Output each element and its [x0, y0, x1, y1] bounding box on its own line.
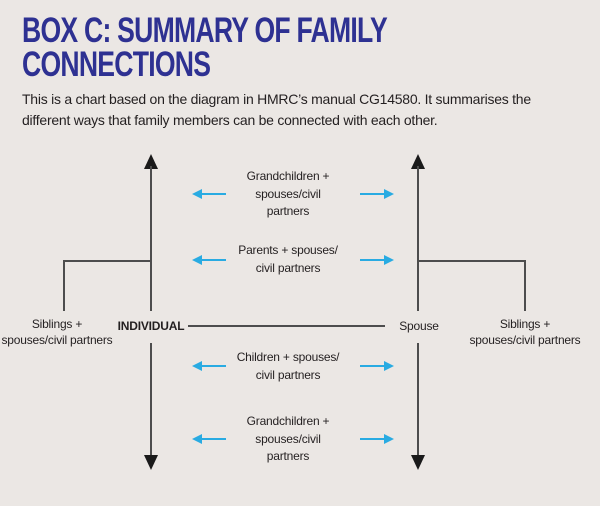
- arrow-shaft: [200, 259, 226, 261]
- grandchildren-down-left-arrow-icon: [192, 434, 226, 444]
- spouse-axis-up-arrowhead-icon: [411, 154, 425, 169]
- grandchildren-up-right-arrow-icon: [360, 189, 394, 199]
- arrowhead-icon: [192, 434, 202, 444]
- arrow-shaft: [360, 438, 386, 440]
- spouse-label: Spouse: [399, 319, 439, 333]
- page-title: BOX C: SUMMARY OF FAMILY CONNECTIONS: [22, 11, 448, 84]
- spouse-axis-down-arrowhead-icon: [411, 455, 425, 470]
- subtitle: This is a chart based on the diagram in …: [22, 89, 531, 131]
- title-line-1: BOX C: SUMMARY OF FAMILY: [22, 11, 388, 50]
- spouse-axis-line-upper: [417, 166, 419, 311]
- arrow-shaft: [360, 193, 386, 195]
- arrow-shaft: [360, 365, 386, 367]
- siblings-right-line-1: Siblings +: [499, 317, 551, 331]
- label-line: spouses/civil: [255, 186, 321, 201]
- subtitle-line-1: This is a chart based on the diagram in …: [22, 91, 531, 107]
- grandchildren-down-right-arrow-icon: [360, 434, 394, 444]
- children-label: Children + spouses/ civil partners: [208, 349, 368, 384]
- left-bracket-vertical-line: [63, 260, 65, 311]
- individual-axis-line-upper: [150, 166, 152, 311]
- label-line: Grandchildren +: [246, 169, 330, 183]
- arrowhead-icon: [384, 434, 394, 444]
- arrowhead-icon: [192, 255, 202, 265]
- individual-label: INDIVIDUAL: [117, 319, 185, 333]
- label-line: partners: [266, 204, 310, 218]
- header: BOX C: SUMMARY OF FAMILY CONNECTIONS: [22, 11, 582, 84]
- grandchildren-up-left-arrow-icon: [192, 189, 226, 199]
- parents-right-arrow-icon: [360, 255, 394, 265]
- label-line: civil partners: [255, 260, 321, 275]
- title-line-2: CONNECTIONS: [22, 45, 211, 84]
- grandchildren-down-label: Grandchildren + spouses/civil partners: [208, 413, 368, 466]
- arrowhead-icon: [192, 189, 202, 199]
- label-line: Grandchildren +: [246, 414, 330, 428]
- label-line: civil partners: [255, 367, 321, 382]
- individual-spouse-line: [188, 325, 385, 327]
- left-bracket-horizontal-line: [64, 260, 152, 262]
- arrow-shaft: [360, 259, 386, 261]
- right-bracket-vertical-line: [524, 260, 526, 311]
- label-line: spouses/civil: [255, 431, 321, 446]
- siblings-left-label: Siblings + spouses/civil partners: [0, 317, 114, 348]
- arrowhead-icon: [384, 189, 394, 199]
- grandchildren-up-label: Grandchildren + spouses/civil partners: [208, 168, 368, 221]
- children-right-arrow-icon: [360, 361, 394, 371]
- siblings-left-line-2: spouses/civil partners: [1, 332, 113, 347]
- arrow-shaft: [200, 438, 226, 440]
- individual-axis-down-arrowhead-icon: [144, 455, 158, 470]
- siblings-right-line-2: spouses/civil partners: [469, 332, 581, 347]
- label-line: Parents + spouses/: [238, 243, 338, 257]
- siblings-right-label: Siblings + spouses/civil partners: [468, 317, 582, 348]
- arrowhead-icon: [384, 255, 394, 265]
- arrowhead-icon: [384, 361, 394, 371]
- label-line: Children + spouses/: [236, 350, 340, 364]
- individual-axis-up-arrowhead-icon: [144, 154, 158, 169]
- siblings-left-line-1: Siblings +: [31, 317, 83, 331]
- arrow-shaft: [200, 193, 226, 195]
- subtitle-line-2: different ways that family members can b…: [22, 112, 438, 128]
- children-left-arrow-icon: [192, 361, 226, 371]
- arrow-shaft: [200, 365, 226, 367]
- parents-label: Parents + spouses/ civil partners: [208, 242, 368, 277]
- right-bracket-horizontal-line: [418, 260, 525, 262]
- label-line: partners: [266, 449, 310, 463]
- arrowhead-icon: [192, 361, 202, 371]
- spouse-axis-line-lower: [417, 343, 419, 456]
- parents-left-arrow-icon: [192, 255, 226, 265]
- individual-axis-line-lower: [150, 343, 152, 456]
